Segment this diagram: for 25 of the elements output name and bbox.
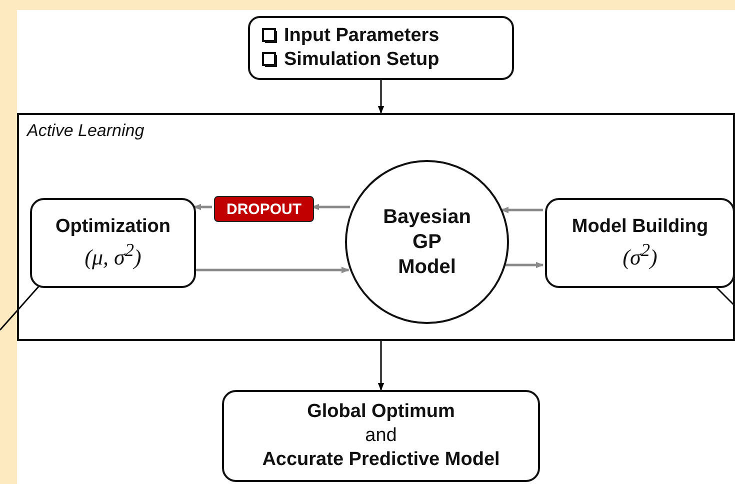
tag-label: DROPOUT (226, 202, 302, 216)
dropout-tag (214, 196, 314, 222)
arrow (378, 341, 384, 391)
leader-line (0, 284, 41, 330)
input-box (248, 16, 514, 80)
node-title: Model Building (572, 215, 708, 239)
arrow (194, 266, 350, 274)
arrow (500, 206, 543, 214)
frame-title: Active Learning (27, 120, 144, 142)
list-item: Input Parameters (284, 24, 440, 48)
process-box (545, 198, 735, 288)
active-learning-frame (17, 113, 735, 341)
node-title: Global Optimum (307, 400, 455, 424)
node-label: Bayesian GP Model (382, 204, 472, 280)
math-expression: (μ, σ$^{2}$) (84, 238, 142, 271)
node-title: Optimization (55, 215, 171, 239)
math-expression: (σ$^{2}$) (622, 238, 658, 271)
arrow (503, 262, 544, 268)
arrow (378, 80, 384, 114)
node-title: Accurate Predictive Model (262, 448, 500, 472)
connector-word: and (365, 424, 397, 448)
arrow (193, 204, 212, 210)
process-box (222, 390, 540, 482)
process-box (30, 198, 196, 288)
list-item: Simulation Setup (284, 48, 440, 72)
